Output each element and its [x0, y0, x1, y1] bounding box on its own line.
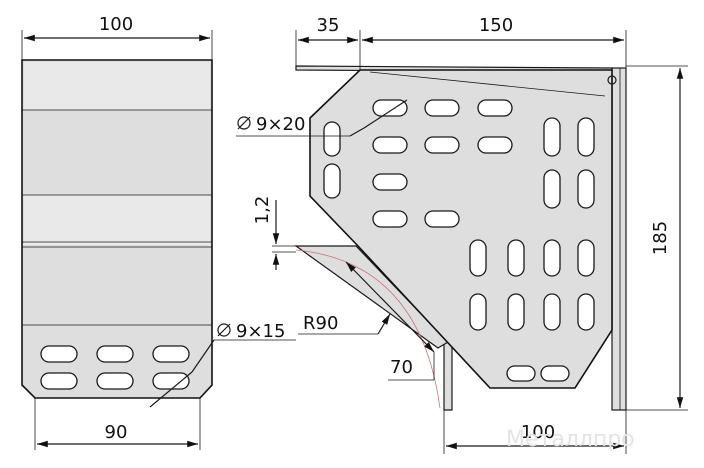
watermark: Металлпро — [506, 427, 635, 452]
side-view: 100 90 9×15 — [21, 14, 296, 450]
dim-hole-small: 9×15 — [236, 321, 285, 342]
dim-height: 185 — [650, 221, 671, 255]
dim-side-top-width: 100 — [99, 14, 133, 35]
dim-radius: R90 — [303, 313, 338, 334]
dim-top-width: 150 — [479, 15, 513, 36]
dim-hole-large: 9×20 — [256, 114, 305, 135]
dim-top-left-offset: 35 — [317, 15, 340, 36]
plate-slots — [323, 99, 595, 382]
dim-side-bottom-width: 90 — [105, 422, 128, 443]
dim-thickness: 1,2 — [252, 196, 273, 225]
dim-flange: 70 — [390, 357, 413, 378]
dim-bottom-width: 100 — [521, 422, 555, 443]
plan-view: 35 150 185 100 1,2 R90 70 9 — [236, 15, 688, 454]
